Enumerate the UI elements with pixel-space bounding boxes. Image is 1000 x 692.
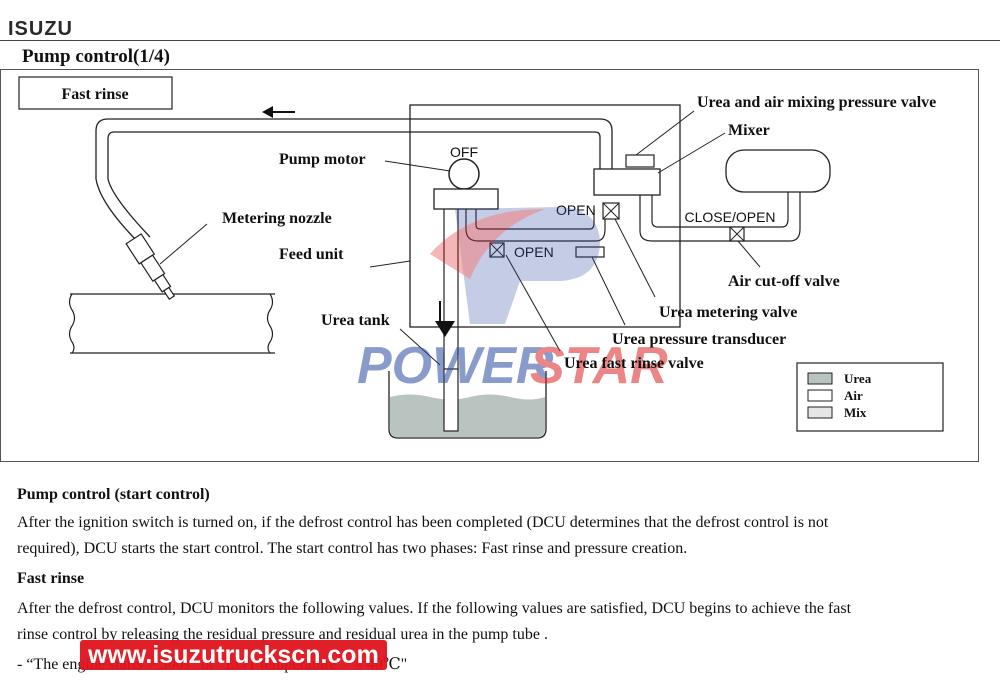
suction-pipe-in-tank	[443, 368, 459, 432]
flow-arrow-icon	[262, 106, 273, 118]
page-title: Pump control(1/4)	[22, 46, 170, 67]
mixing-pressure-valve	[625, 154, 655, 168]
leader-pressure-transducer	[591, 256, 626, 326]
leader-fast-rinse-valve	[505, 254, 561, 352]
label-mixer: Mixer	[728, 122, 770, 139]
label-feed-unit: Feed unit	[279, 246, 344, 263]
leader-mixing-valve	[635, 110, 695, 156]
mode-box-label: Fast rinse	[61, 86, 128, 103]
exhaust-pipe-cut	[266, 293, 274, 354]
legend-label-urea: Urea	[844, 371, 872, 386]
paragraph-line: required), DCU starts the start control.…	[17, 540, 688, 557]
leader-metering-nozzle	[159, 223, 208, 265]
legend-label-air: Air	[844, 388, 863, 403]
legend-label-mix: Mix	[844, 405, 867, 420]
legend-swatch-mix	[807, 406, 833, 419]
mode-box	[18, 76, 173, 110]
label-pressure-transducer: Urea pressure transducer	[612, 331, 786, 348]
label-pump-motor: Pump motor	[279, 151, 366, 168]
label-mixing-valve: Urea and air mixing pressure valve	[697, 94, 936, 111]
legend-swatch-urea	[807, 372, 833, 385]
legend-swatch-air	[807, 389, 833, 402]
leader-mixer	[657, 132, 726, 174]
paragraph-line: After the ignition switch is turned on, …	[17, 514, 829, 531]
open-upper-label: OPEN	[556, 202, 596, 218]
mixer	[593, 168, 661, 196]
air-line-outer	[639, 191, 801, 242]
leader-urea-tank	[399, 328, 441, 366]
header-divider	[0, 40, 1000, 41]
label-urea-metering-valve: Urea metering valve	[659, 304, 797, 321]
label-urea-tank: Urea tank	[321, 312, 390, 329]
return-tube-inner	[107, 131, 601, 238]
svg-text:POWER: POWER	[357, 337, 554, 395]
pump-housing	[433, 188, 499, 210]
air-line-inner	[651, 191, 789, 228]
feed-unit-box	[409, 104, 681, 328]
open-lower-label: OPEN	[514, 244, 554, 260]
metering-nozzle	[125, 233, 176, 301]
exhaust-pipe-cut-left	[68, 293, 76, 354]
suction-arrow-icon	[435, 321, 455, 337]
label-fast-rinse-valve: Urea fast rinse valve	[564, 355, 704, 372]
leader-air-cutoff	[737, 240, 761, 268]
label-metering-nozzle: Metering nozzle	[222, 210, 332, 227]
return-tube-outer	[95, 118, 613, 245]
urea-liquid	[390, 394, 545, 437]
close-open-label: CLOSE/OPEN	[684, 209, 775, 225]
paragraph-line: After the defrost control, DCU monitors …	[17, 600, 852, 617]
isuzu-logo: ISUZU	[8, 18, 73, 40]
pump-motor	[448, 158, 480, 190]
pump-off-label: OFF	[450, 144, 478, 160]
watermark-url-banner: www.isuzutruckscn.com	[80, 640, 387, 670]
diagram-frame	[0, 69, 979, 462]
label-air-cutoff: Air cut-off valve	[728, 273, 840, 290]
internal-pipe-outer	[465, 209, 606, 242]
section-heading-fast-rinse: Fast rinse	[17, 570, 85, 587]
air-tank	[725, 149, 831, 193]
section-heading-start-control: Pump control (start control)	[17, 486, 210, 503]
powerstar-watermark: POWER STAR	[357, 207, 668, 395]
paragraph-line: rinse control by releasing the residual …	[17, 626, 548, 643]
pump-control-diagram: Fast rinse OFF OPEN OPEN	[18, 76, 944, 439]
internal-pipe-inner	[475, 209, 595, 230]
leader-pump-motor	[384, 160, 451, 172]
pressure-transducer	[575, 246, 605, 258]
svg-text:STAR: STAR	[530, 337, 668, 395]
leader-feed-unit	[369, 260, 411, 268]
leader-metering-valve	[614, 218, 656, 298]
